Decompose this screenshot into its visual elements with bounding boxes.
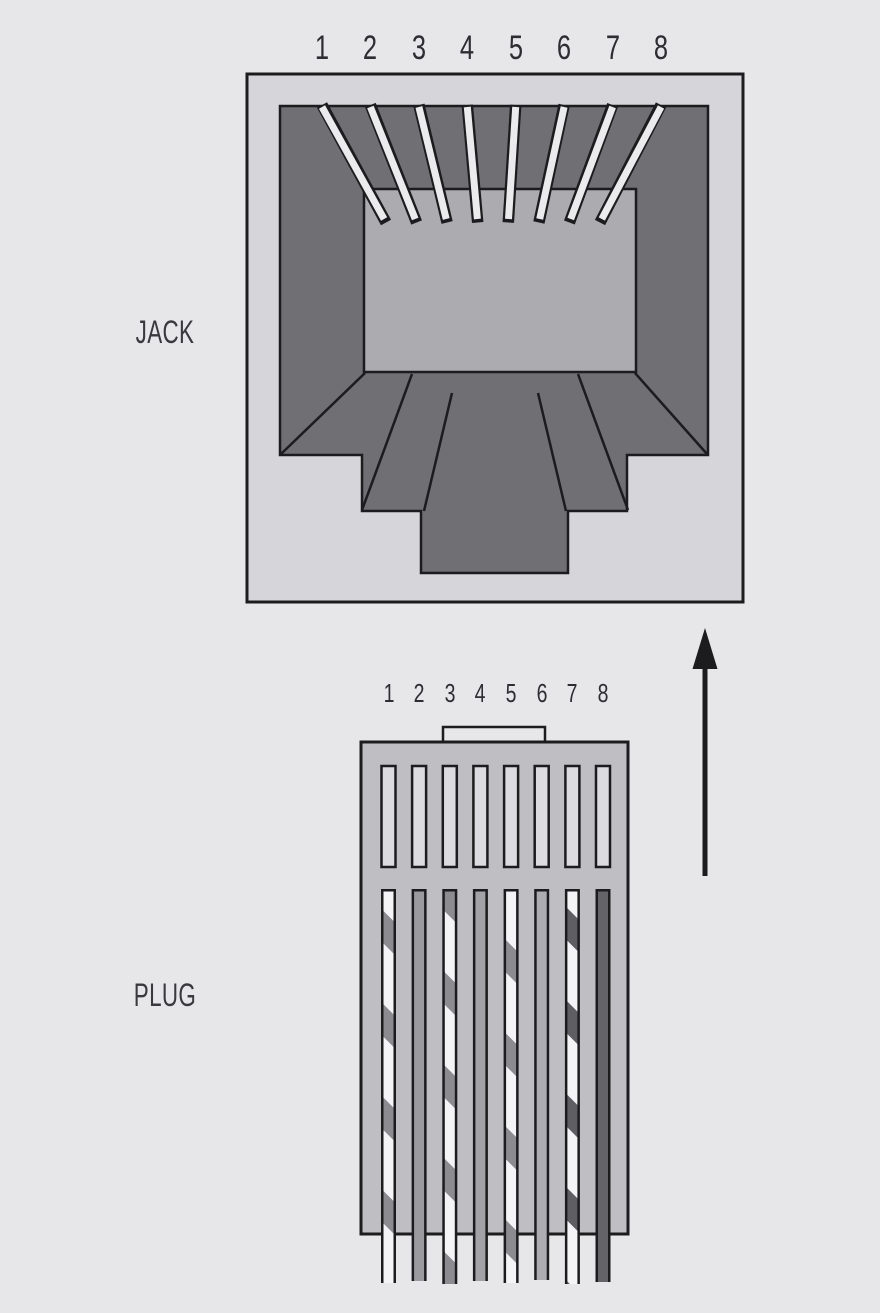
jack-back-wall (362, 187, 638, 374)
jack-pin-number-7: 7 (605, 29, 620, 67)
plug-pin-number-4: 4 (474, 678, 486, 708)
plug-wire-1 (383, 891, 394, 1283)
jack-bevel-line-tongue-right (536, 392, 568, 512)
plug-pin-number-6: 6 (536, 678, 548, 708)
jack-pin-1-contact (318, 105, 388, 221)
jack-pin-6-contact (536, 106, 568, 220)
plug-wire-3 (444, 891, 455, 1284)
plug-contact-7 (564, 764, 581, 869)
jack-pin-4-contact (463, 106, 481, 220)
jack-pin-number-2: 2 (363, 29, 378, 67)
jack-bevel-line-tongue-left (422, 392, 454, 512)
jack-pin-3-contact (415, 106, 450, 220)
plug-pin-number-5: 5 (505, 678, 517, 708)
plug-contact-1 (380, 764, 397, 869)
jack-pin-7-contact (567, 105, 616, 221)
jack-perspective-lines (280, 372, 708, 512)
jack-pin-number-3: 3 (411, 29, 426, 67)
plug-diagram (359, 725, 630, 1284)
jack-pin-number-5: 5 (508, 29, 523, 67)
plug-pin-number-3: 3 (444, 678, 456, 708)
jack-pin-number-6: 6 (556, 29, 572, 67)
jack-pin-2-contact (367, 105, 419, 221)
jack-pin-number-8: 8 (653, 29, 669, 67)
plug-wires (381, 889, 611, 1284)
plug-contacts (380, 764, 612, 869)
jack-bevel-line-left (280, 372, 366, 455)
jack-pin-5-contact (505, 106, 520, 220)
jack-pin-number-4: 4 (460, 29, 475, 67)
plug-wire-2 (414, 891, 425, 1281)
plug-wire-8 (598, 891, 608, 1282)
plug-contact-6 (533, 764, 550, 869)
plug-pin-number-2: 2 (413, 678, 425, 708)
jack-bevel-line-right (634, 372, 708, 455)
jack-pin-number-1: 1 (314, 29, 330, 67)
jack-label: JACK (135, 314, 195, 350)
up-arrow-head (692, 628, 718, 669)
plug-pin-number-7: 7 (566, 678, 578, 708)
plug-contact-5 (502, 764, 520, 869)
up-arrow-icon (692, 628, 718, 876)
plug-contact-8 (594, 764, 612, 869)
plug-label: PLUG (133, 977, 197, 1013)
plug-body (359, 740, 630, 1236)
plug-wire-4 (475, 891, 486, 1281)
plug-pin-number-8: 8 (597, 678, 609, 708)
jack-bevel-line-mid-left (360, 373, 414, 511)
plug-contact-4 (472, 764, 489, 869)
plug-wire-5 (506, 891, 517, 1283)
jack-pin-contacts (318, 105, 665, 221)
plug-contact-3 (441, 764, 459, 869)
plug-wire-6 (536, 891, 547, 1280)
jack-pin-8-contact (598, 105, 665, 221)
jack-diagram (245, 72, 745, 604)
plug-wire-7 (567, 891, 578, 1284)
plug-pin-number-1: 1 (383, 678, 394, 708)
plug-contact-2 (410, 764, 428, 869)
jack-pins (316, 102, 667, 226)
jack-bevel-line-mid-right (576, 373, 630, 511)
